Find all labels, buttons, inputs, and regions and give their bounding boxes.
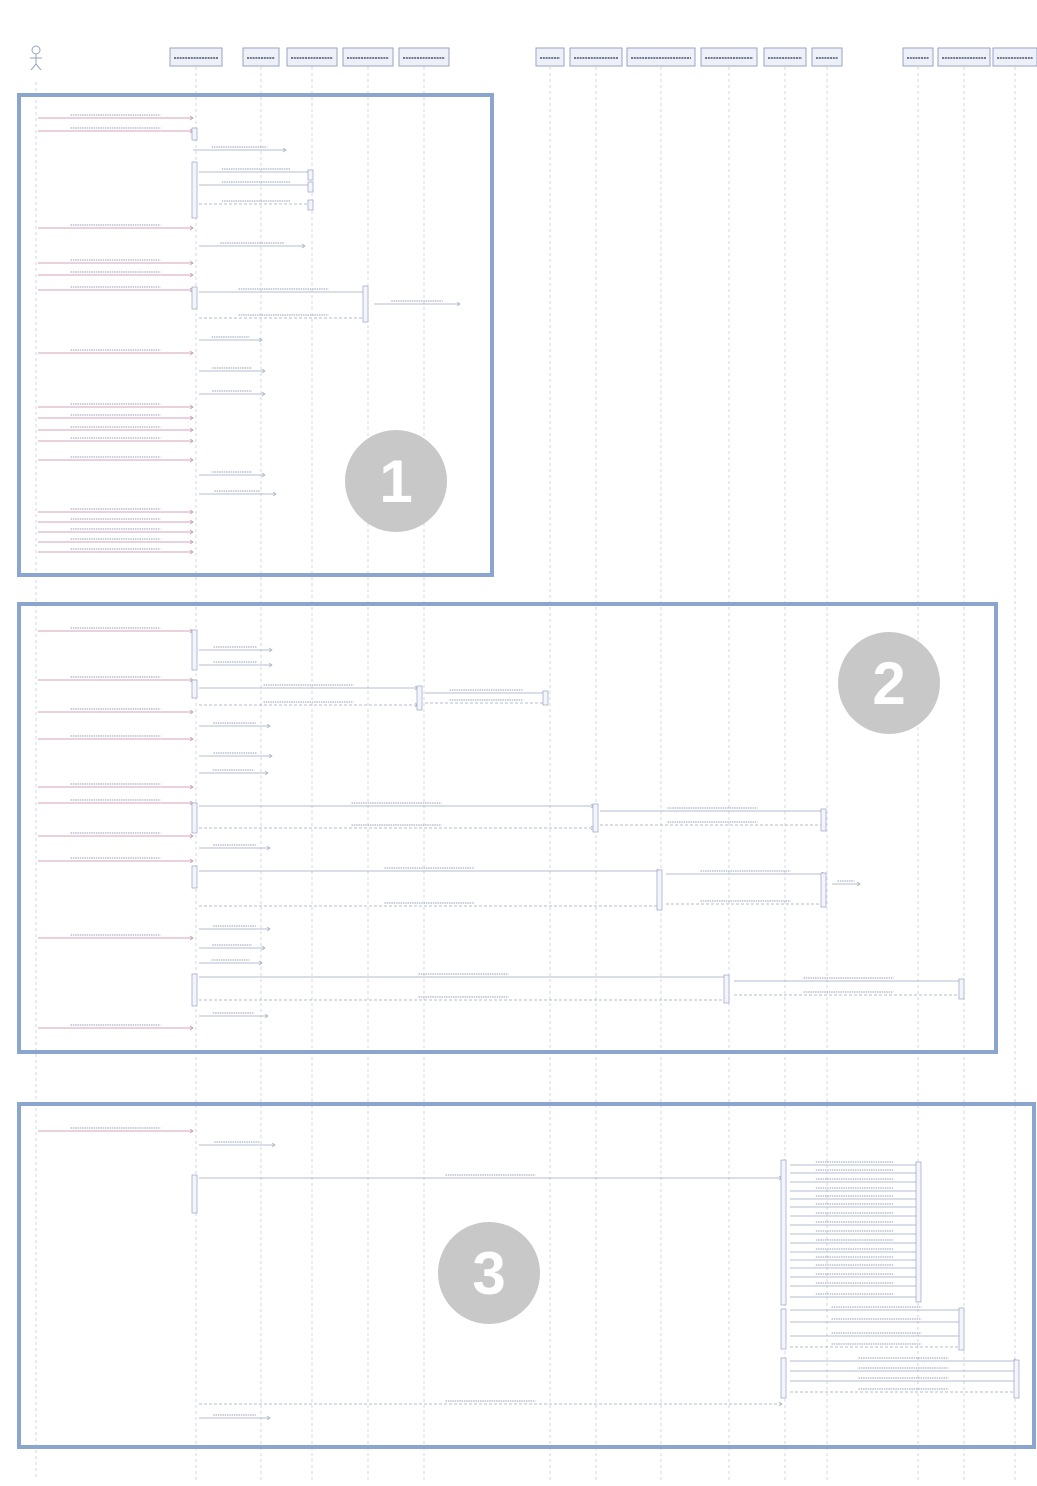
participant-box	[902, 47, 934, 67]
participant-box	[286, 47, 338, 67]
actor-icon-leg	[35, 63, 42, 71]
participant-box	[626, 47, 696, 67]
section-number-badge-1: 1	[345, 430, 447, 532]
message-arrowhead	[189, 529, 194, 535]
message-arrowhead	[301, 243, 306, 249]
message-arrowhead	[189, 438, 194, 444]
message-arrowhead	[264, 1013, 269, 1019]
message-arrowhead	[264, 770, 269, 776]
section-frame-3	[17, 1102, 1036, 1449]
message-arrowhead	[189, 709, 194, 715]
participant-box	[763, 47, 807, 67]
message-arrowhead	[189, 225, 194, 231]
activation-bar	[592, 803, 599, 833]
message-arrowhead	[189, 415, 194, 421]
message-arrowhead	[189, 549, 194, 555]
participant-box	[169, 47, 223, 67]
message-arrowhead	[258, 337, 263, 343]
message-arrowhead	[189, 736, 194, 742]
participant-box	[535, 47, 565, 67]
activation-bar	[191, 127, 198, 141]
activation-bar	[915, 1161, 922, 1303]
activation-bar	[958, 978, 965, 1000]
message-arrowhead	[266, 723, 271, 729]
activation-bar	[362, 285, 369, 323]
message-arrowhead	[271, 1142, 276, 1148]
activation-bar	[820, 872, 827, 908]
message-arrowhead	[261, 391, 266, 397]
activation-bar	[820, 808, 827, 832]
actor-icon-leg	[30, 63, 37, 71]
activation-bar	[191, 865, 198, 889]
activation-bar	[191, 802, 198, 834]
message-arrowhead	[261, 945, 266, 951]
activation-bar	[191, 973, 198, 1007]
message-arrowhead	[268, 647, 273, 653]
activation-bar	[542, 690, 549, 706]
message-arrowhead	[268, 753, 273, 759]
activation-bar	[780, 1357, 787, 1399]
message-arrowhead	[189, 935, 194, 941]
activation-bar	[191, 629, 198, 671]
participant-box	[700, 47, 758, 67]
message-arrowhead	[261, 472, 266, 478]
participant-box	[811, 47, 843, 67]
message-arrowhead	[268, 662, 273, 668]
activation-bar	[191, 161, 198, 219]
message-arrowhead	[189, 115, 194, 121]
participant-box	[992, 47, 1037, 67]
activation-bar	[307, 199, 314, 211]
activation-bar	[780, 1308, 787, 1350]
message-arrowhead	[189, 833, 194, 839]
activation-bar	[307, 181, 314, 193]
activation-bar	[191, 679, 198, 699]
activation-bar	[1013, 1359, 1020, 1399]
section-frame-2	[17, 602, 998, 1054]
activation-bar	[780, 1159, 787, 1306]
message-arrowhead	[189, 427, 194, 433]
message-arrowhead	[189, 509, 194, 515]
section-number-badge-2: 2	[838, 632, 940, 734]
message-arrowhead	[189, 858, 194, 864]
section-number-badge-3: 3	[438, 1222, 540, 1324]
activation-bar	[416, 685, 423, 711]
activation-bar	[723, 974, 730, 1004]
message-arrowhead	[266, 1415, 271, 1421]
message-arrowhead	[258, 960, 263, 966]
message-arrowhead	[456, 301, 461, 307]
section-frame-1	[17, 93, 494, 577]
message-arrowhead	[261, 368, 266, 374]
message-arrowhead	[282, 147, 287, 153]
activation-bar	[191, 1174, 198, 1214]
participant-box	[937, 47, 991, 67]
message-arrowhead	[266, 926, 271, 932]
message-arrowhead	[189, 784, 194, 790]
participant-box	[342, 47, 394, 67]
activation-bar	[307, 169, 314, 181]
message-arrowhead	[189, 1025, 194, 1031]
message-arrowhead	[189, 1128, 194, 1134]
message-arrowhead	[266, 845, 271, 851]
participant-box	[569, 47, 623, 67]
activation-bar	[656, 869, 663, 911]
message-arrowhead	[272, 491, 277, 497]
message-arrowhead	[189, 519, 194, 525]
activation-bar	[958, 1307, 965, 1351]
message-arrowhead	[189, 404, 194, 410]
message-arrowhead	[856, 881, 861, 887]
participant-box	[242, 47, 280, 67]
message-arrowhead	[189, 272, 194, 278]
message-arrowhead	[189, 539, 194, 545]
participant-box	[398, 47, 450, 67]
message-arrowhead	[189, 260, 194, 266]
message-arrowhead	[189, 350, 194, 356]
actor-icon	[31, 45, 41, 55]
message-arrowhead	[189, 457, 194, 463]
message-arrowhead	[778, 1401, 783, 1407]
activation-bar	[191, 286, 198, 310]
